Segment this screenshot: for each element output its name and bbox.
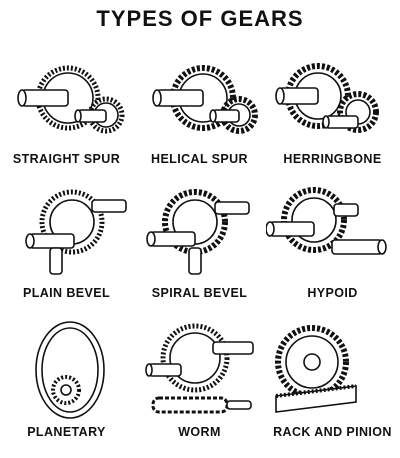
plain-bevel-illustration — [25, 189, 127, 275]
gear-label-plain-bevel: PLAIN BEVEL — [22, 286, 111, 300]
spiral-bevel-cell: SPIRAL BEVEL — [133, 182, 266, 307]
gear-label-rack-and-pinion: RACK AND PINION — [273, 425, 392, 439]
hypoid-illustration — [266, 187, 387, 255]
gear-label-planetary: PLANETARY — [27, 425, 106, 439]
gear-label-spiral-bevel: SPIRAL BEVEL — [151, 286, 248, 300]
rack-and-pinion-cell: RACK AND PINION — [266, 312, 399, 452]
gear-label-straight-spur: STRAIGHT SPUR — [12, 152, 121, 166]
page-title: TYPES OF GEARS — [96, 6, 304, 31]
rack-and-pinion-illustration — [275, 325, 357, 413]
straight-spur-cell: STRAIGHT SPUR — [0, 60, 133, 190]
planetary-cell: PLANETARY — [0, 312, 133, 452]
worm-cell: WORM — [133, 312, 266, 452]
helical-spur-illustration — [152, 65, 258, 134]
gear-label-helical-spur: HELICAL SPUR — [151, 152, 248, 166]
gear-label-hypoid: HYPOID — [307, 286, 358, 300]
gear-label-herringbone: HERRINGBONE — [283, 152, 382, 166]
plain-bevel-cell: PLAIN BEVEL — [0, 182, 133, 307]
helical-spur-cell: HELICAL SPUR — [133, 60, 266, 190]
gear-label-worm: WORM — [178, 425, 221, 439]
herringbone-cell: HERRINGBONE — [266, 60, 399, 190]
herringbone-illustration — [275, 63, 379, 133]
straight-spur-illustration — [17, 65, 125, 134]
spiral-bevel-illustration — [146, 189, 250, 275]
planetary-illustration — [35, 321, 105, 419]
worm-illustration — [145, 323, 254, 414]
hypoid-cell: HYPOID — [266, 182, 399, 307]
